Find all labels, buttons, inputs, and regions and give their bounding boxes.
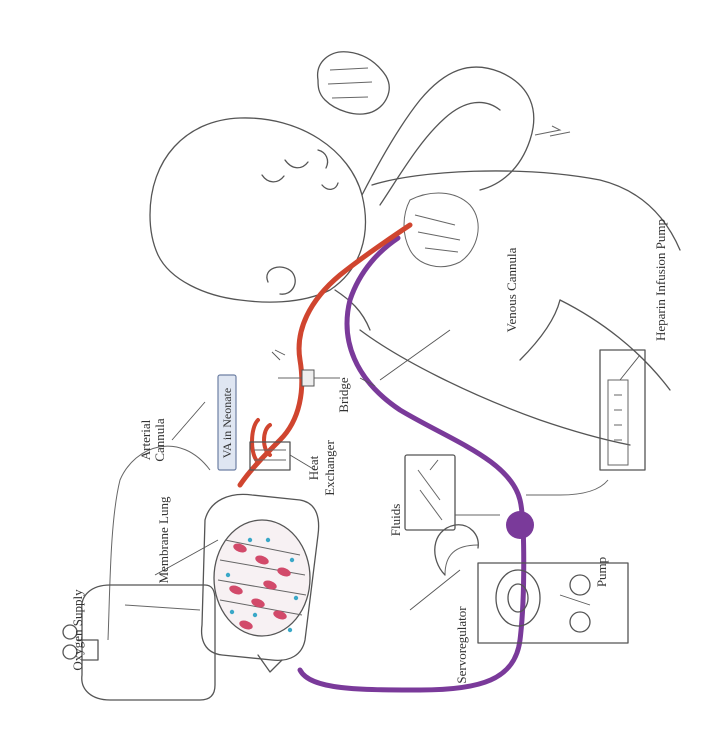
oxygen-dot xyxy=(266,538,270,542)
label-arterial-cannula-line2: Cannula xyxy=(152,418,167,462)
oxygen-dot xyxy=(253,613,257,617)
label-heparin-infusion-pump: Heparin Infusion Pump xyxy=(653,219,668,341)
bridge-clamp xyxy=(302,370,314,386)
label-combined-texts: Arterial Cannula Heat Exchanger xyxy=(2,738,10,744)
oxygen-dot xyxy=(288,628,292,632)
label-bridge: Bridge xyxy=(336,377,351,413)
label-servoregulator: Servoregulator xyxy=(454,606,469,684)
oxygen-dot xyxy=(226,573,230,577)
title-box: VA in Neonate xyxy=(218,375,236,470)
oxygen-dot xyxy=(294,596,298,600)
label-arterial-cannula-line1: Arterial xyxy=(138,419,153,460)
circuit-tubing xyxy=(108,225,608,690)
oxygen-dot xyxy=(248,538,252,542)
label-venous-cannula: Venous Cannula xyxy=(504,247,519,332)
fluids-bag xyxy=(405,455,455,530)
label-arterial-cannula: Arterial Cannula xyxy=(2,738,10,741)
label-pump: Pump xyxy=(594,557,609,587)
label-heat-exchanger-line1: Heat xyxy=(306,455,321,480)
labels: Oxygen Supply Membrane Lung Arterial Can… xyxy=(70,219,668,684)
oxygen-dot xyxy=(230,610,234,614)
membrane-lung xyxy=(202,494,319,672)
venous-reservoir xyxy=(506,511,534,539)
label-heat-exchanger-line2: Exchanger xyxy=(322,440,337,496)
label-fluids: Fluids xyxy=(388,504,403,537)
oxygen-dot xyxy=(290,558,294,562)
heparin-pump xyxy=(600,350,645,470)
label-membrane-lung: Membrane Lung xyxy=(156,496,171,584)
label-heat-exchanger: Heat Exchanger xyxy=(2,741,10,744)
oxygen-cylinder xyxy=(63,585,215,700)
title-box-label: VA in Neonate xyxy=(220,388,234,458)
label-oxygen-supply: Oxygen Supply xyxy=(70,589,85,671)
